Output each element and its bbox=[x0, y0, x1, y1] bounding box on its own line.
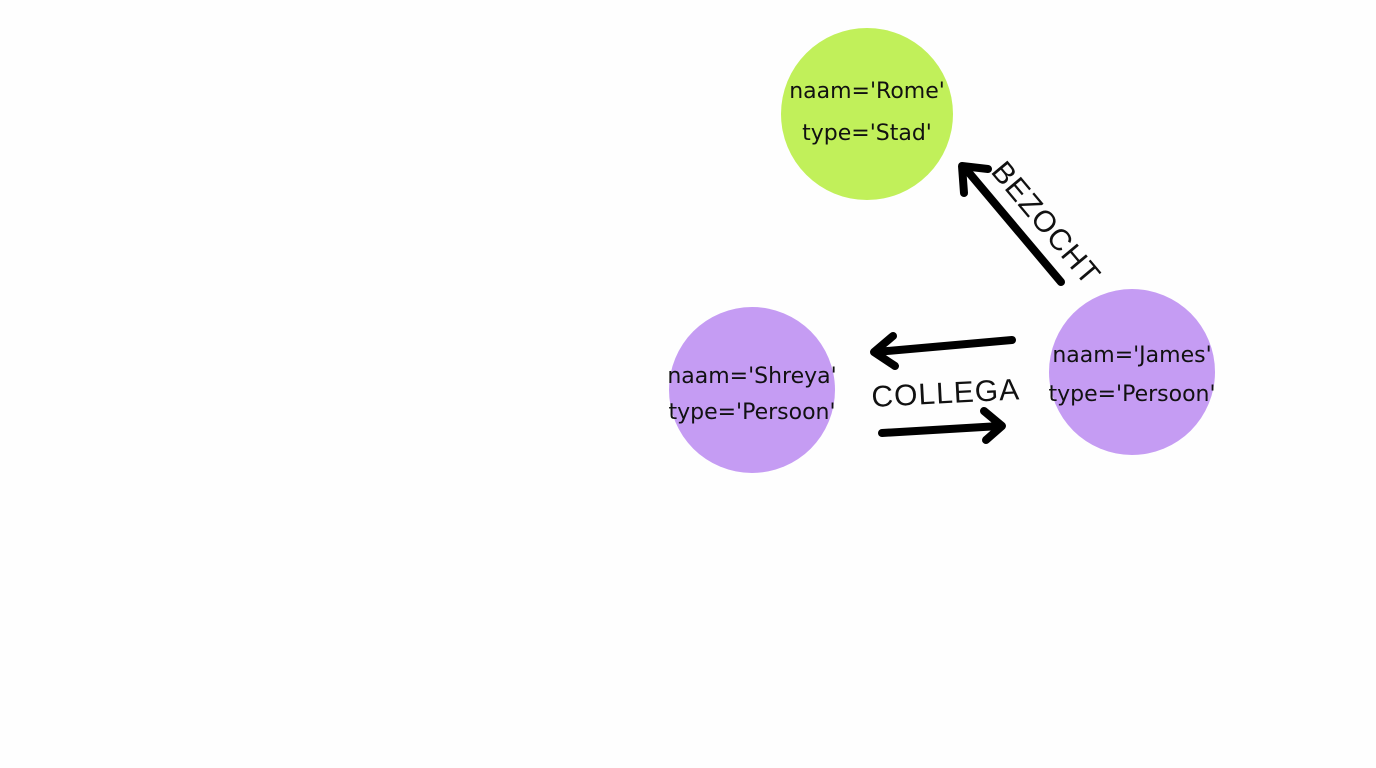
edge-collega-upper-arrowhead bbox=[870, 332, 899, 370]
node-james: naam='James' type='Persoon' bbox=[1048, 289, 1216, 455]
node-james-type: type='Persoon' bbox=[1048, 382, 1215, 407]
node-rome-type: type='Stad' bbox=[802, 121, 932, 146]
edge-bezocht: BEZOCHT bbox=[958, 155, 1107, 292]
edge-bezocht-line bbox=[961, 164, 1065, 286]
edge-collega-to-shreya bbox=[870, 332, 1016, 370]
node-shreya: naam='Shreya' type='Persoon' bbox=[667, 307, 837, 473]
node-shreya-type: type='Persoon' bbox=[668, 400, 835, 425]
edge-collega-lower-line bbox=[878, 422, 1004, 437]
edge-collega-upper-line bbox=[872, 336, 1016, 356]
node-rome-name: naam='Rome' bbox=[789, 79, 945, 104]
node-james-name: naam='James' bbox=[1052, 343, 1211, 368]
edge-bezocht-label: BEZOCHT bbox=[985, 155, 1107, 291]
edge-bezocht-arrowhead bbox=[958, 162, 992, 197]
node-rome: naam='Rome' type='Stad' bbox=[781, 28, 953, 200]
node-james-circle bbox=[1049, 289, 1215, 455]
edge-collega-label: COLLEGA bbox=[871, 373, 1021, 414]
node-shreya-circle bbox=[669, 307, 835, 473]
edge-collega-to-james bbox=[878, 407, 1006, 444]
edge-collega-lower-arrowhead bbox=[980, 407, 1006, 444]
node-shreya-name: naam='Shreya' bbox=[667, 364, 836, 389]
node-rome-circle bbox=[781, 28, 953, 200]
